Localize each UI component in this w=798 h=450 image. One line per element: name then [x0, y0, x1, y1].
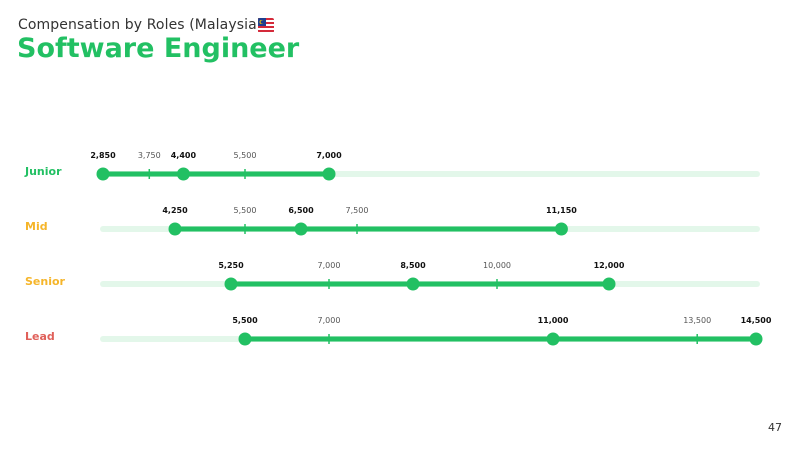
median-dot [176, 167, 190, 181]
row-label-junior: Junior [24, 165, 62, 178]
value-label: 6,500 [288, 206, 314, 215]
value-label: 5,250 [218, 261, 244, 270]
value-label: 3,750 [138, 151, 161, 160]
min-dot [168, 222, 182, 236]
value-label: 7,000 [318, 316, 341, 325]
page-number: 47 [768, 421, 782, 434]
value-label: 13,500 [683, 316, 711, 325]
value-label: 2,850 [90, 151, 116, 160]
value-label: 14,500 [741, 316, 772, 325]
value-label: 4,250 [162, 206, 188, 215]
median-dot [294, 222, 308, 236]
malaysia-flag-icon [258, 18, 274, 33]
min-dot [224, 277, 238, 291]
value-label: 7,500 [346, 206, 369, 215]
value-label: 4,400 [171, 151, 197, 160]
row-label-senior: Senior [25, 275, 66, 288]
median-dot [406, 277, 420, 291]
value-label: 11,150 [546, 206, 577, 215]
min-dot [238, 332, 252, 346]
row-label-lead: Lead [25, 330, 55, 343]
max-dot [749, 332, 763, 346]
value-label: 10,000 [483, 261, 511, 270]
subtitle: Compensation by Roles (Malaysia) [18, 17, 263, 33]
value-label: 5,500 [234, 206, 257, 215]
value-label: 8,500 [400, 261, 426, 270]
row-label-mid: Mid [25, 220, 48, 233]
max-dot [554, 222, 568, 236]
median-dot [546, 332, 560, 346]
min-dot [96, 167, 110, 181]
value-label: 7,000 [318, 261, 341, 270]
value-label: 7,000 [316, 151, 342, 160]
value-label: 5,500 [234, 151, 257, 160]
max-dot [602, 277, 616, 291]
value-label: 12,000 [594, 261, 625, 270]
value-label: 5,500 [232, 316, 258, 325]
max-dot [322, 167, 336, 181]
value-label: 11,000 [538, 316, 569, 325]
page-title: Software Engineer [17, 33, 300, 64]
